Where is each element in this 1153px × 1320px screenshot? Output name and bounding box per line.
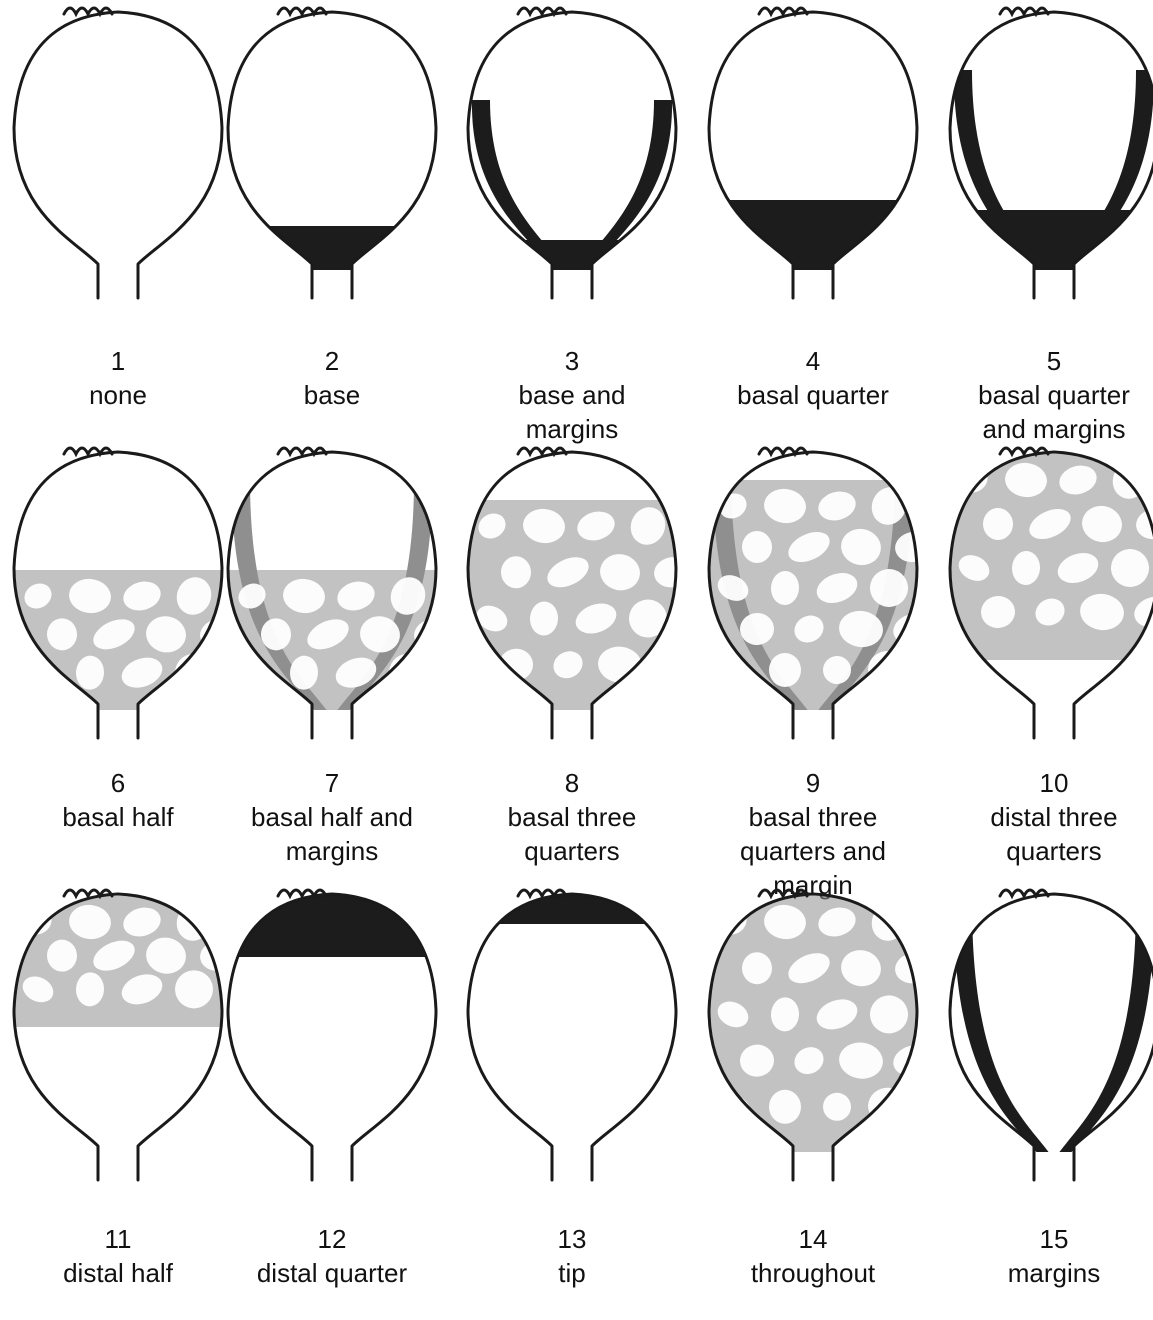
figure-caption: 2base	[212, 344, 452, 412]
pattern-cell-7: 7basal half and margins	[212, 440, 452, 878]
figure-label: distal quarter	[212, 1256, 452, 1290]
pattern-cell-10: 10distal three quarters	[934, 440, 1153, 878]
figure-label: margins	[934, 1256, 1153, 1290]
basal-quarter-patch	[693, 200, 933, 272]
pattern-cell-14: 14throughout	[693, 882, 933, 1320]
figure-caption: 3base and margins	[452, 344, 692, 446]
capsule-figure	[693, 440, 933, 740]
figure-label: base and margins	[487, 378, 657, 446]
figure-caption: 11distal half	[0, 1222, 238, 1290]
figure-caption: 4basal quarter	[693, 344, 933, 412]
capsule-figure	[0, 0, 238, 300]
figure-caption: 7basal half and margins	[212, 766, 452, 868]
capsule-outline	[14, 12, 222, 298]
figure-number: 8	[452, 766, 692, 800]
distal-quarter-patch	[212, 892, 452, 957]
figure-label: basal quarter and margins	[969, 378, 1139, 446]
mottle-pattern	[934, 454, 1153, 660]
figure-caption: 6basal half	[0, 766, 238, 834]
pattern-cell-6: 6basal half	[0, 440, 238, 878]
mottle-pattern	[693, 480, 933, 715]
mottle-pattern	[0, 896, 238, 1027]
pattern-cell-5: 5basal quarter and margins	[934, 0, 1153, 438]
pattern-cell-11: 11distal half	[0, 882, 238, 1320]
capsule-figure	[452, 882, 692, 1182]
pattern-cell-9: 9basal three quarters and margin	[693, 440, 933, 878]
figure-label: none	[0, 378, 238, 412]
pattern-cell-13: 13tip	[452, 882, 692, 1320]
figure-label: basal half and margins	[247, 800, 417, 868]
figure-number: 10	[934, 766, 1153, 800]
capsule-figure	[934, 440, 1153, 740]
pattern-cell-4: 4basal quarter	[693, 0, 933, 438]
figure-label: basal quarter	[693, 378, 933, 412]
capsule-figure	[934, 882, 1153, 1182]
figure-caption: 1none	[0, 344, 238, 412]
base-patch	[452, 240, 692, 272]
capsule-figure	[934, 0, 1153, 300]
capsule-figure	[212, 882, 452, 1182]
capsule-figure	[693, 882, 933, 1182]
figure-label: basal half	[0, 800, 238, 834]
pattern-cell-8: 8basal three quarters	[452, 440, 692, 878]
figure-label: base	[212, 378, 452, 412]
figure-number: 12	[212, 1222, 452, 1256]
figure-label: distal three quarters	[969, 800, 1139, 868]
figure-number: 13	[452, 1222, 692, 1256]
pattern-cell-1: 1none	[0, 0, 238, 438]
figure-number: 15	[934, 1222, 1153, 1256]
pattern-cell-3: 3base and margins	[452, 0, 692, 438]
pattern-cell-2: 2base	[212, 0, 452, 438]
tip-patch	[452, 892, 692, 924]
figure-number: 4	[693, 344, 933, 378]
base-patch	[212, 226, 452, 272]
capsule-figure	[452, 440, 692, 740]
figure-number: 2	[212, 344, 452, 378]
figure-number: 14	[693, 1222, 933, 1256]
capsule-figure	[0, 440, 238, 740]
figure-number: 7	[212, 766, 452, 800]
figure-caption: 8basal three quarters	[452, 766, 692, 868]
figure-label: distal half	[0, 1256, 238, 1290]
pattern-cell-12: 12distal quarter	[212, 882, 452, 1320]
figure-number: 11	[0, 1222, 238, 1256]
capsule-figure	[212, 0, 452, 300]
mottle-pattern	[452, 500, 692, 715]
figure-caption: 14throughout	[693, 1222, 933, 1290]
capsule-figure	[212, 440, 452, 740]
capsule-outline	[468, 894, 676, 1180]
pattern-cell-15: 15margins	[934, 882, 1153, 1320]
capsule-figure	[452, 0, 692, 300]
figure-caption: 15margins	[934, 1222, 1153, 1290]
figure-number: 9	[693, 766, 933, 800]
figure-caption: 10distal three quarters	[934, 766, 1153, 868]
figure-caption: 5basal quarter and margins	[934, 344, 1153, 446]
figure-label: basal three quarters	[487, 800, 657, 868]
figure-caption: 12distal quarter	[212, 1222, 452, 1290]
margin-patch	[954, 902, 1153, 1154]
figure-label: throughout	[693, 1256, 933, 1290]
figure-number: 1	[0, 344, 238, 378]
figure-label: tip	[452, 1256, 692, 1290]
figure-caption: 13tip	[452, 1222, 692, 1290]
figure-number: 5	[934, 344, 1153, 378]
figure-number: 6	[0, 766, 238, 800]
capsule-figure	[0, 882, 238, 1182]
figure-number: 3	[452, 344, 692, 378]
capsule-figure	[693, 0, 933, 300]
